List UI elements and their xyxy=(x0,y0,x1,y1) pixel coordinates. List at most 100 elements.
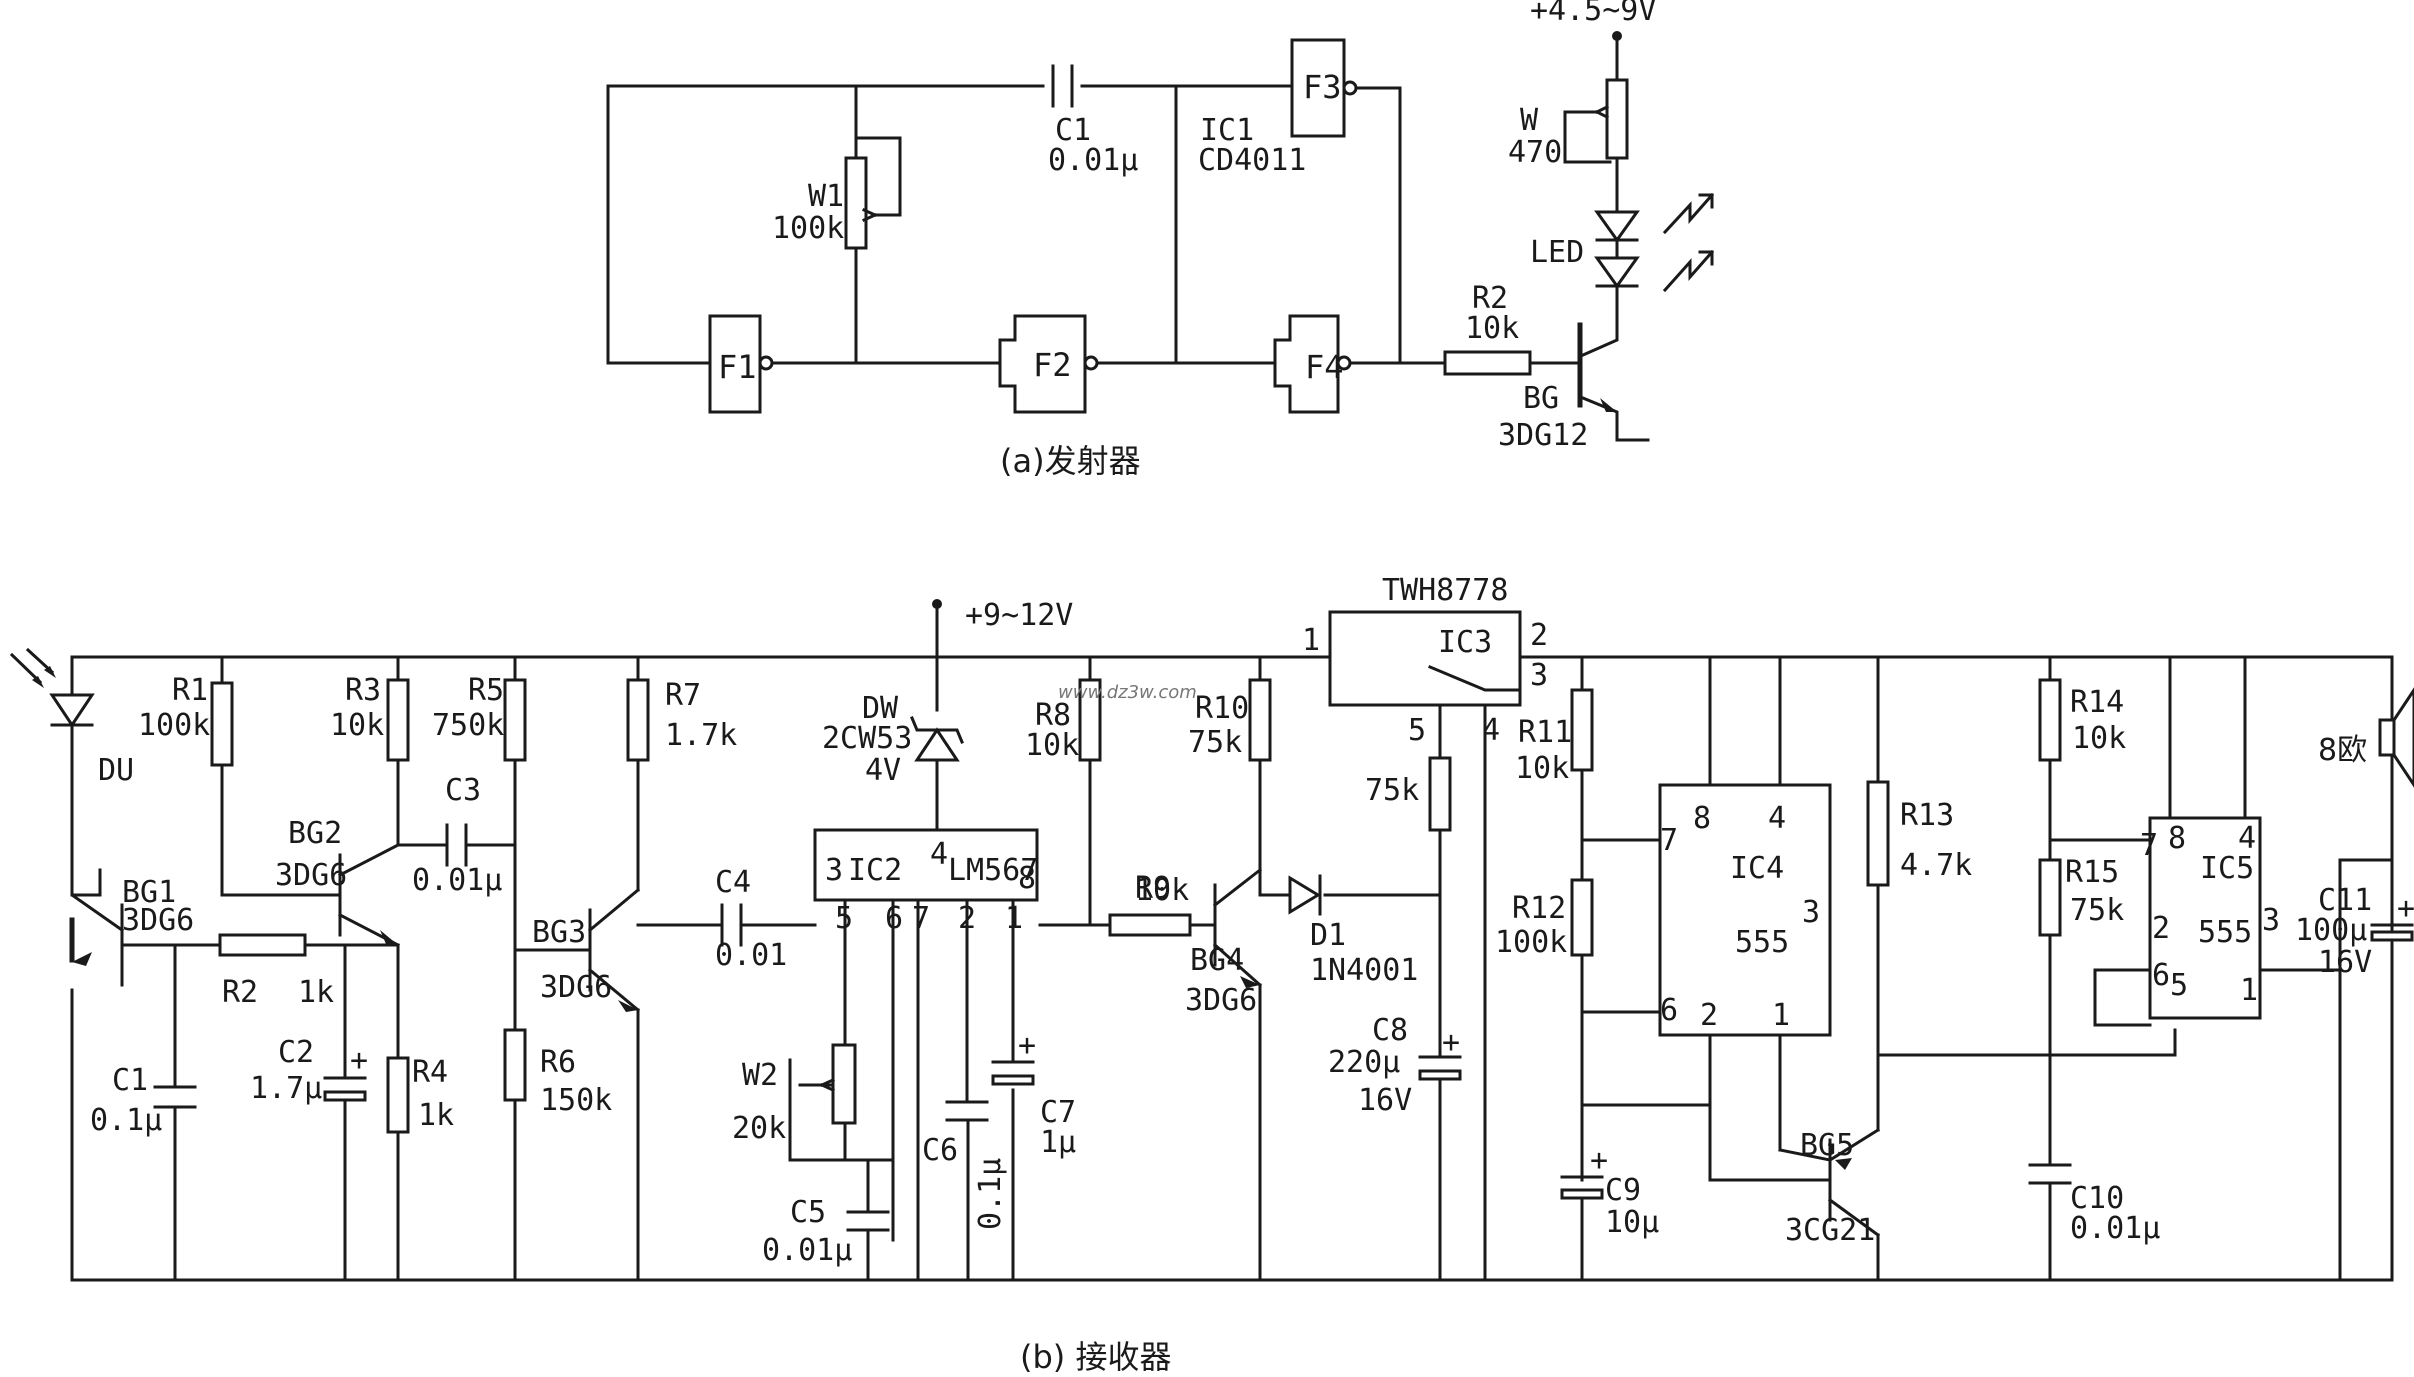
receiver-r14-label: R14 xyxy=(2070,685,2124,720)
receiver-r5-value: 750k xyxy=(432,708,504,743)
gate-f4: F4 xyxy=(1273,314,1352,414)
transmitter-w1-label: W1 xyxy=(808,179,844,214)
svg-text:+: + xyxy=(2397,891,2414,926)
receiver-caption: (b) 接收器 xyxy=(1020,1338,1171,1376)
receiver-circuit: + + + + + xyxy=(9,573,2414,1376)
receiver-r14-value: 10k xyxy=(2072,721,2126,756)
receiver-ic4-label: IC4 xyxy=(1730,851,1784,886)
transmitter-ic-label: IC1 xyxy=(1200,113,1254,148)
transmitter-bg-label: BG xyxy=(1523,381,1559,416)
receiver-r6-resistor xyxy=(503,1028,527,1102)
receiver-c2-capacitor: + xyxy=(323,1043,368,1102)
receiver-r8-label: R8 xyxy=(1035,698,1071,733)
receiver-c1-capacitor xyxy=(153,1085,197,1109)
receiver-r6-value: 150k xyxy=(540,1083,612,1118)
receiver-r12-value: 100k xyxy=(1495,925,1567,960)
receiver-relay-pin-3: 3 xyxy=(1530,658,1548,693)
receiver-c5-capacitor xyxy=(846,1210,890,1232)
receiver-c2-value: 1.7μ xyxy=(250,1071,322,1106)
receiver-r14-resistor xyxy=(2038,678,2062,762)
receiver-r75-value: 75k xyxy=(1365,773,1419,808)
svg-text:F3: F3 xyxy=(1303,68,1342,106)
receiver-r10-value: 75k xyxy=(1188,725,1242,760)
receiver-r15-resistor xyxy=(2038,858,2062,937)
receiver-ic2-pin-2: 2 xyxy=(958,901,976,936)
receiver-r13-value: 4.7k xyxy=(1900,848,1972,883)
receiver-c4-capacitor xyxy=(720,903,743,947)
receiver-c4-label: C4 xyxy=(715,865,751,900)
receiver-d1-part: 1N4001 xyxy=(1310,953,1418,988)
svg-text:+: + xyxy=(350,1043,368,1078)
receiver-w2-value: 20k xyxy=(732,1111,786,1146)
receiver-c11-capacitor: + xyxy=(2370,891,2414,942)
receiver-c3-label: C3 xyxy=(445,773,481,808)
transmitter-r2-value: 10k xyxy=(1465,311,1519,346)
receiver-r12-label: R12 xyxy=(1512,891,1566,926)
receiver-r3-resistor xyxy=(386,678,410,762)
svg-text:+: + xyxy=(1590,1143,1608,1178)
receiver-r3-label: R3 xyxy=(345,673,381,708)
receiver-ic2-pin-3: 3 xyxy=(825,853,843,888)
transmitter-led-label: LED xyxy=(1530,235,1584,270)
gate-f2: F2 xyxy=(998,314,1099,414)
receiver-r9-label: R9 xyxy=(1135,871,1171,906)
receiver-c9-label: C9 xyxy=(1605,1173,1641,1208)
transmitter-bg-transistor xyxy=(1577,322,1617,412)
receiver-c3-capacitor xyxy=(445,823,468,867)
receiver-ic4-pin-7: 7 xyxy=(1660,823,1678,858)
receiver-c2-label: C2 xyxy=(278,1035,314,1070)
receiver-bg4-transistor xyxy=(1240,976,1260,988)
receiver-ic5-pin-6: 6 xyxy=(2152,958,2170,993)
receiver-r4-value: 1k xyxy=(418,1098,454,1133)
transmitter-supply-label: +4.5~9V xyxy=(1530,0,1656,28)
receiver-ic2-pin-4: 4 xyxy=(930,837,948,872)
transmitter-led-diodes xyxy=(1594,192,1715,293)
receiver-r13-label: R13 xyxy=(1900,798,1954,833)
receiver-c11-label: C11 xyxy=(2318,883,2372,918)
receiver-r9-resistor xyxy=(1108,913,1192,937)
transmitter-bg-part: 3DG12 xyxy=(1498,418,1588,453)
receiver-r2-label: R2 xyxy=(222,975,258,1010)
receiver-r1-label: R1 xyxy=(172,673,208,708)
receiver-c8-value: 220μ xyxy=(1328,1045,1400,1080)
receiver-speaker xyxy=(2378,687,2414,788)
receiver-w2-potentiometer xyxy=(831,1043,857,1125)
transmitter-c1-capacitor xyxy=(1051,64,1074,108)
receiver-dw-voltage: 4V xyxy=(865,753,901,788)
receiver-bg2-part: 3DG6 xyxy=(275,858,347,893)
receiver-bg2-label: BG2 xyxy=(288,816,342,851)
receiver-r12-resistor xyxy=(1570,878,1594,957)
svg-text:F4: F4 xyxy=(1305,348,1344,386)
receiver-du-label: DU xyxy=(98,753,134,788)
gate-f3: F3 xyxy=(1290,38,1358,138)
receiver-ic4-pin-4: 4 xyxy=(1768,801,1786,836)
receiver-c6-label: C6 xyxy=(922,1133,958,1168)
receiver-ic5-pin-2: 2 xyxy=(2152,911,2170,946)
receiver-c6-value: 0.1μ xyxy=(973,1158,1008,1230)
receiver-r15-label: R15 xyxy=(2065,855,2119,890)
receiver-r1-resistor xyxy=(210,681,234,767)
receiver-w2-label: W2 xyxy=(742,1058,778,1093)
transmitter-c1-value: 0.01μ xyxy=(1048,143,1138,178)
receiver-ic2-pin-1: 1 xyxy=(1005,901,1023,936)
receiver-c10-value: 0.01μ xyxy=(2070,1211,2160,1246)
receiver-ic2-pin-7: 7 xyxy=(912,901,930,936)
receiver-c4-value: 0.01 xyxy=(715,938,787,973)
receiver-r13-resistor xyxy=(1866,780,1890,887)
transmitter-ic-part: CD4011 xyxy=(1198,143,1306,178)
receiver-ic2-box xyxy=(813,828,1039,902)
receiver-c3-value: 0.01μ xyxy=(412,863,502,898)
receiver-relay-pin-2: 2 xyxy=(1530,618,1548,653)
receiver-r6-label: R6 xyxy=(540,1045,576,1080)
receiver-c8-voltage: 16V xyxy=(1358,1083,1412,1118)
receiver-c9-value: 10μ xyxy=(1605,1205,1659,1240)
receiver-r10-resistor xyxy=(1248,678,1272,762)
receiver-du-photodiode xyxy=(9,647,95,728)
transmitter-circuit: F1 F2 F3 F4 xyxy=(606,0,1715,480)
receiver-ic4-box xyxy=(1658,783,1832,1037)
transmitter-r2-resistor xyxy=(1443,350,1532,376)
receiver-d1-label: D1 xyxy=(1310,918,1346,953)
receiver-relay-ic-label: IC3 xyxy=(1438,625,1492,660)
receiver-dw-label: DW xyxy=(862,691,899,726)
